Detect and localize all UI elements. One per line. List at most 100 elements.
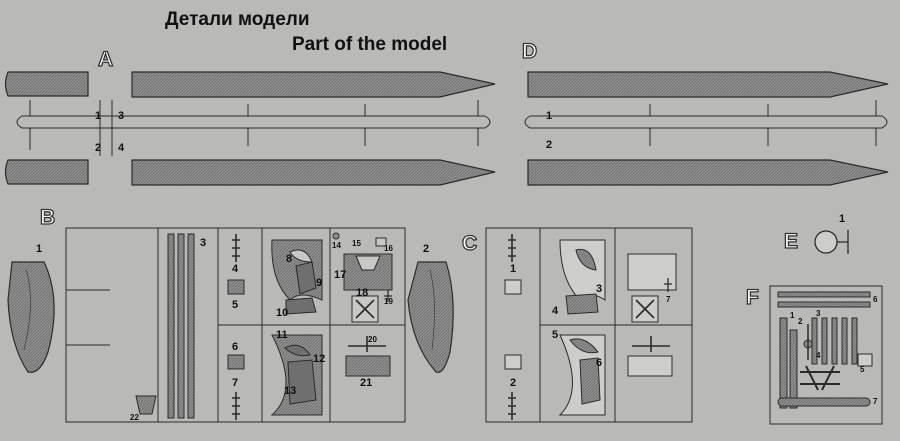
sprue-a-frame	[16, 100, 491, 156]
sprue-e-letter: E	[783, 229, 799, 253]
part-b-5	[227, 279, 245, 295]
part-a-4-blade	[131, 159, 496, 186]
part-a-3-blade	[131, 71, 496, 98]
label-a-2: 2	[95, 142, 102, 154]
label-b-4: 4	[232, 263, 239, 275]
part-a-1-left-tip	[4, 71, 89, 97]
part-b-3	[167, 233, 195, 419]
label-b-1: 1	[36, 243, 43, 255]
part-c-7	[664, 278, 672, 292]
sprue-f-letter: F	[745, 285, 759, 309]
part-b-6	[227, 354, 245, 370]
part-c-4	[565, 293, 599, 315]
part-b-19	[384, 290, 392, 302]
sprue-d-frame	[524, 100, 888, 146]
label-b-20: 20	[368, 335, 377, 344]
part-f-7	[777, 397, 871, 407]
label-c-7: 7	[666, 295, 671, 304]
label-b-12: 12	[313, 353, 326, 365]
part-f-1	[779, 317, 788, 409]
part-b-13	[287, 359, 317, 405]
label-c-4: 4	[552, 305, 559, 317]
part-b-20	[348, 336, 386, 352]
label-b-17: 17	[334, 269, 347, 281]
label-c-2: 2	[510, 377, 517, 389]
label-b-18: 18	[356, 287, 369, 299]
title-russian: Детали модели	[165, 9, 310, 30]
part-c-7-frame	[627, 253, 677, 291]
label-b-3: 3	[200, 237, 207, 249]
sprue-d	[524, 71, 889, 186]
title-english: Part of the model	[292, 34, 448, 55]
sprue-f-frame	[769, 285, 883, 425]
label-c-6: 6	[596, 357, 603, 369]
sprue-d-letter: D	[521, 39, 538, 63]
part-b-22	[135, 395, 157, 415]
label-b-16: 16	[384, 244, 393, 253]
label-b-15: 15	[352, 239, 361, 248]
label-f-3: 3	[816, 309, 821, 318]
label-c-5: 5	[552, 329, 559, 341]
part-b-10	[285, 297, 317, 315]
label-b-22: 22	[130, 413, 139, 422]
part-e-1	[814, 230, 838, 254]
label-a-3: 3	[118, 110, 125, 122]
label-b-10: 10	[276, 307, 289, 319]
part-c-6	[579, 357, 601, 405]
label-d-1: 1	[546, 110, 553, 122]
sprue-c	[485, 227, 693, 423]
label-b-8: 8	[286, 253, 293, 265]
label-a-1: 1	[95, 110, 102, 122]
part-b-4	[232, 234, 240, 262]
label-b-7: 7	[232, 377, 239, 389]
part-c-2-block	[504, 354, 522, 370]
sprue-a-letter: A	[97, 47, 114, 71]
sprue-b	[7, 227, 454, 423]
part-b-16	[375, 237, 387, 247]
label-b-2: 2	[423, 243, 430, 255]
label-f-4: 4	[816, 351, 821, 360]
label-b-6: 6	[232, 341, 239, 353]
part-b-17	[343, 253, 393, 291]
part-f-6	[777, 291, 871, 308]
label-f-5: 5	[860, 365, 865, 374]
sprue-c-letter: C	[461, 231, 478, 255]
sprue-e	[814, 230, 849, 254]
part-f-2	[789, 329, 798, 409]
label-b-14: 14	[332, 241, 341, 250]
part-a-2-left-tip	[4, 159, 89, 185]
part-b-14	[332, 232, 340, 240]
part-b-1	[7, 261, 55, 373]
label-a-4: 4	[118, 142, 125, 154]
part-f-3	[811, 317, 858, 365]
label-f-2: 2	[798, 317, 803, 326]
part-b-7	[232, 392, 240, 420]
label-b-21: 21	[360, 377, 373, 389]
label-f-7: 7	[873, 397, 878, 406]
label-f-6: 6	[873, 295, 878, 304]
label-d-2: 2	[546, 139, 553, 151]
label-b-11: 11	[276, 329, 288, 341]
part-c-2	[508, 392, 516, 420]
label-b-5: 5	[232, 299, 239, 311]
part-d-1-blade	[527, 71, 889, 98]
part-f-5	[857, 353, 873, 367]
sprue-f	[769, 285, 883, 425]
label-c-1: 1	[510, 263, 517, 275]
part-d-2-blade	[527, 159, 889, 186]
sprue-b-letter: B	[39, 205, 56, 229]
label-b-13: 13	[284, 385, 297, 397]
sprue-a	[4, 71, 496, 186]
label-b-19: 19	[384, 297, 393, 306]
label-f-1: 1	[790, 311, 795, 320]
part-f-propeller	[800, 365, 840, 391]
part-b-9	[295, 261, 317, 295]
part-b-21	[345, 355, 391, 377]
sprue-b-frame	[65, 227, 406, 423]
label-b-9: 9	[316, 277, 323, 289]
label-e-1: 1	[839, 213, 846, 225]
label-c-3: 3	[596, 283, 603, 295]
sprue-c-frame	[485, 227, 693, 423]
part-c-1	[508, 234, 516, 262]
